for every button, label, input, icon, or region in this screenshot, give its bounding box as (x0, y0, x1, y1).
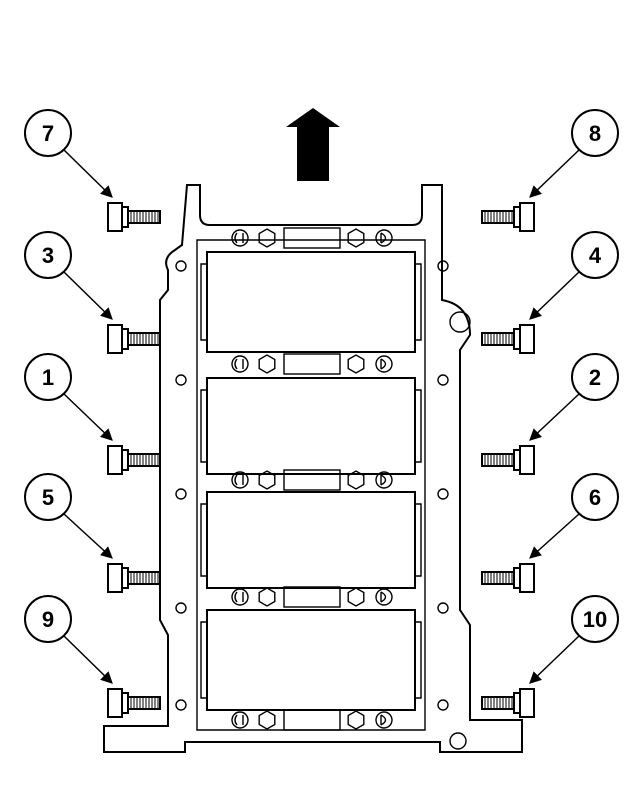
callout-4: 4 (481, 231, 619, 354)
cap-bolt-row (231, 353, 393, 375)
callout-label: 3 (42, 243, 54, 268)
callout-9: 9 (24, 595, 161, 718)
side-bolt (107, 563, 161, 593)
callout-label: 4 (589, 243, 602, 268)
bearing-cap (200, 609, 422, 711)
callout-7: 7 (24, 109, 161, 232)
callout-circle (571, 231, 619, 279)
callout-label: 9 (42, 607, 54, 632)
callout-3: 3 (24, 231, 161, 354)
callout-circle (571, 473, 619, 521)
callout-label: 2 (589, 365, 601, 390)
leader-arrow (529, 393, 580, 441)
bearing-cap (200, 251, 422, 353)
callout-8: 8 (481, 109, 619, 232)
callout-circle (24, 595, 72, 643)
callout-label: 1 (42, 365, 54, 390)
callout-circle (571, 109, 619, 157)
leader-arrow (529, 635, 580, 684)
leader-arrow (63, 513, 113, 559)
callout-circle (571, 353, 619, 401)
leader-arrow (63, 393, 113, 441)
cap-bolt-row (231, 709, 393, 731)
callout-circle (24, 353, 72, 401)
leader-arrow (63, 271, 113, 320)
callout-label: 5 (42, 485, 54, 510)
leader-arrow (529, 513, 580, 559)
side-bolt (107, 445, 161, 475)
leader-arrow (63, 149, 113, 198)
leader-arrow (529, 271, 580, 320)
side-bolt (107, 324, 161, 354)
callout-10: 10 (481, 595, 619, 718)
callout-2: 2 (481, 353, 619, 475)
side-bolt (481, 324, 535, 354)
side-bolt (107, 688, 161, 718)
side-bolt (481, 202, 535, 232)
callout-circle (571, 595, 619, 643)
callout-label: 6 (589, 485, 601, 510)
bearing-cap (200, 491, 422, 589)
side-bolt (481, 563, 535, 593)
callout-label: 10 (583, 607, 607, 632)
callout-6: 6 (481, 473, 619, 593)
bearing-cap (200, 377, 422, 475)
callouts: 7 3 1 5 9 8 4 2 6 10 (24, 109, 619, 718)
callout-circle (24, 473, 72, 521)
cap-bolt-row (231, 469, 393, 491)
side-bolt (481, 445, 535, 475)
bearing-caps (200, 251, 422, 711)
leader-arrow (63, 635, 113, 684)
up-arrow-icon (286, 108, 340, 181)
callout-circle (24, 231, 72, 279)
side-bolt (481, 688, 535, 718)
leader-arrow (529, 149, 580, 198)
callout-1: 1 (24, 353, 161, 475)
callout-label: 8 (589, 121, 601, 146)
callout-circle (24, 109, 72, 157)
cap-bolt-row (231, 586, 393, 608)
cap-bolt-row (231, 227, 393, 249)
callout-5: 5 (24, 473, 161, 593)
side-bolt (107, 202, 161, 232)
callout-label: 7 (42, 121, 54, 146)
cap-bolt-heads (231, 227, 393, 731)
bedplate-frame (103, 184, 523, 753)
frame-holes (175, 260, 471, 750)
